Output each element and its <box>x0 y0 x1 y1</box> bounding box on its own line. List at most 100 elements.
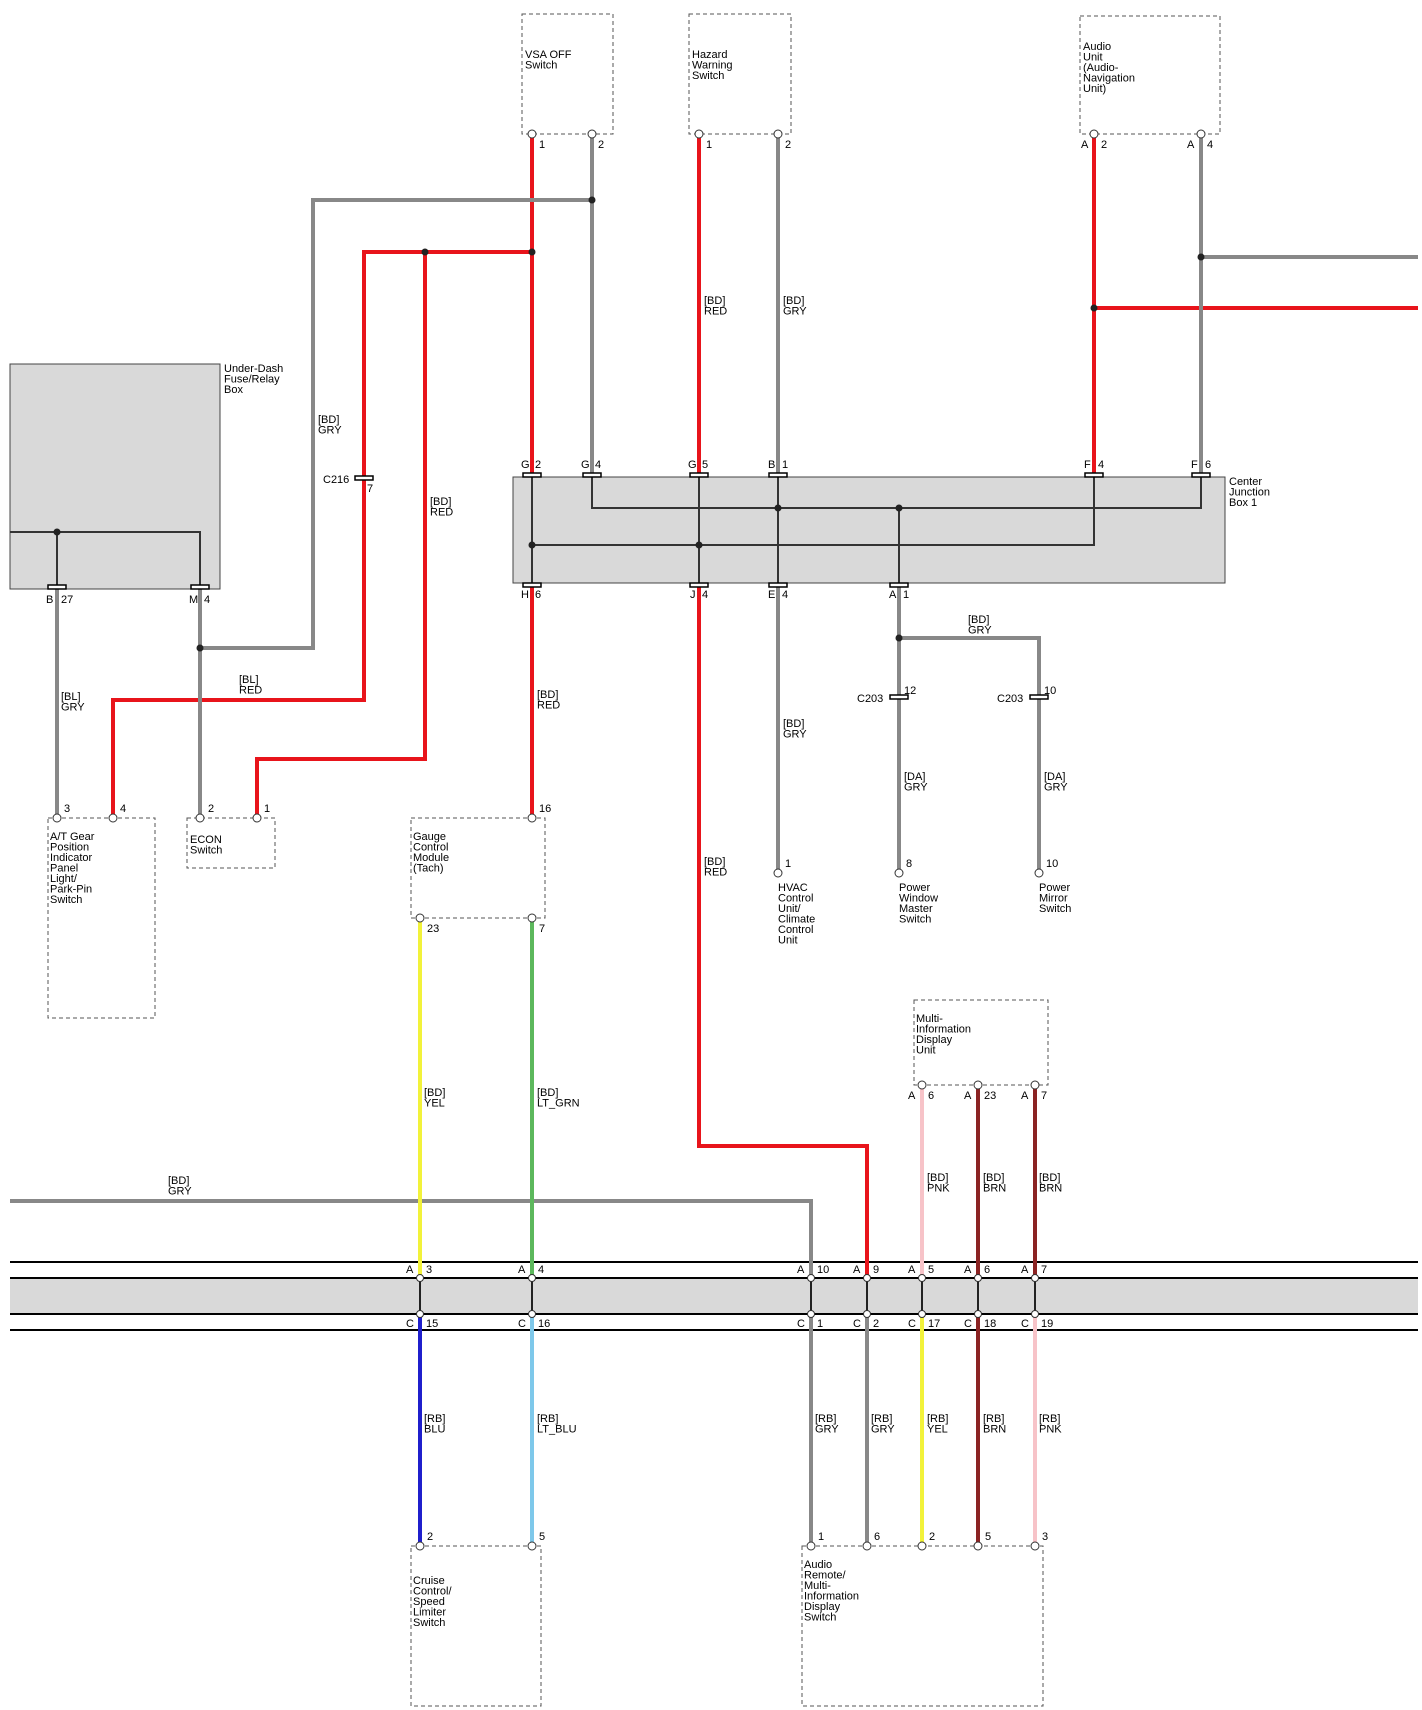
multi-information-display-unit-box <box>913 999 1049 1086</box>
pin-label: F <box>1191 459 1198 471</box>
pin-label: 10 <box>817 1264 829 1276</box>
terminal <box>974 1310 982 1318</box>
pin-label: 5 <box>985 1531 991 1543</box>
c203-label-b: C203 <box>997 693 1023 705</box>
pin-label: 2 <box>873 1318 879 1330</box>
wire-label: [BD]GRY <box>168 1175 192 1198</box>
pin-label: 23 <box>427 923 439 935</box>
pin-label: 4 <box>1098 459 1104 471</box>
splice-dot <box>895 504 903 512</box>
terminal <box>807 1310 815 1318</box>
wire-gry-top-left <box>200 198 592 650</box>
pin-label: 2 <box>208 803 214 815</box>
splice-dot <box>528 541 536 549</box>
splice-dot <box>695 541 703 549</box>
pin-label: A <box>908 1264 916 1276</box>
splice-dot <box>196 644 204 652</box>
connector-c203-b <box>1029 694 1049 700</box>
pin-label: 4 <box>1207 139 1213 151</box>
pin-label: A <box>964 1264 972 1276</box>
wire-label: [BD]LT_GRN <box>537 1087 580 1110</box>
wire-label: [BD]RED <box>430 496 453 519</box>
pin-label: 3 <box>1042 1531 1048 1543</box>
econ-switch-box <box>186 817 276 869</box>
pin-label: 7 <box>1041 1264 1047 1276</box>
audio-unit-box <box>1079 15 1221 135</box>
terminal <box>1030 1080 1040 1090</box>
connector-tab <box>689 472 709 478</box>
pin-label: J <box>690 589 696 601</box>
pin-label: A <box>518 1264 526 1276</box>
pin-label: A <box>889 589 897 601</box>
terminal <box>52 813 62 823</box>
hazard-warning-switch-box <box>688 13 792 135</box>
splice-dot <box>421 248 429 256</box>
vsa-off-switch-box <box>521 13 614 135</box>
terminal <box>694 129 704 139</box>
splice-dot <box>1090 304 1098 312</box>
wire-label: [BD]YEL <box>424 1087 445 1110</box>
splice-dot <box>528 248 536 256</box>
wire-label: [BD]GRY <box>968 614 992 637</box>
pin-label: 4 <box>204 594 210 606</box>
pin-label: A <box>406 1264 414 1276</box>
pin-label: 1 <box>706 139 712 151</box>
pin-label: 2 <box>785 139 791 151</box>
wire-label: [BD]PNK <box>927 1172 950 1195</box>
pin-label: 6 <box>535 589 541 601</box>
pin-label: C <box>853 1318 861 1330</box>
wire-label: [BD]RED <box>704 856 727 879</box>
terminal <box>415 1541 425 1551</box>
center-junction-box <box>512 476 1226 584</box>
wire-label: [RB]GRY <box>871 1413 895 1436</box>
gauge-control-module-box <box>410 817 546 919</box>
connector-tab <box>522 472 542 478</box>
pin-label: 7 <box>539 923 545 935</box>
pin-label: C <box>797 1318 805 1330</box>
pin-label: A <box>1021 1090 1029 1102</box>
pin-label: 18 <box>984 1318 996 1330</box>
wire-label: [DA]GRY <box>904 771 928 794</box>
wire-j4-red <box>697 583 869 1278</box>
wire-label: [RB]PNK <box>1039 1413 1062 1436</box>
terminal <box>528 1310 536 1318</box>
pin-label: 5 <box>928 1264 934 1276</box>
pin-label: 4 <box>538 1264 544 1276</box>
terminal <box>863 1310 871 1318</box>
terminal <box>1196 129 1206 139</box>
pin-label: 8 <box>906 858 912 870</box>
pin-label: C <box>406 1318 414 1330</box>
pin-label: A <box>1021 1264 1029 1276</box>
pin-label: A <box>797 1264 805 1276</box>
wire-label: [RB]LT_BLU <box>537 1413 577 1436</box>
terminal <box>807 1274 815 1282</box>
terminal <box>415 913 425 923</box>
pin-label: A <box>908 1090 916 1102</box>
connector-c203-a <box>889 694 909 700</box>
terminal <box>416 1310 424 1318</box>
pin-label: 5 <box>702 459 708 471</box>
c203-pin-b: 10 <box>1044 685 1056 697</box>
at-gear-position-box <box>47 817 156 1019</box>
pin-label: 1 <box>817 1318 823 1330</box>
terminal <box>806 1541 816 1551</box>
wire-red-c216-to-at <box>111 477 366 818</box>
terminal <box>1031 1310 1039 1318</box>
connector-tab <box>1084 472 1104 478</box>
pin-label: 10 <box>1046 858 1058 870</box>
wire-label: [RB]BRN <box>983 1413 1006 1436</box>
wire-label: [RB]BLU <box>424 1413 445 1436</box>
pin-label: 5 <box>539 1531 545 1543</box>
wire-label: [RB]YEL <box>927 1413 948 1436</box>
pin-label: 2 <box>598 139 604 151</box>
